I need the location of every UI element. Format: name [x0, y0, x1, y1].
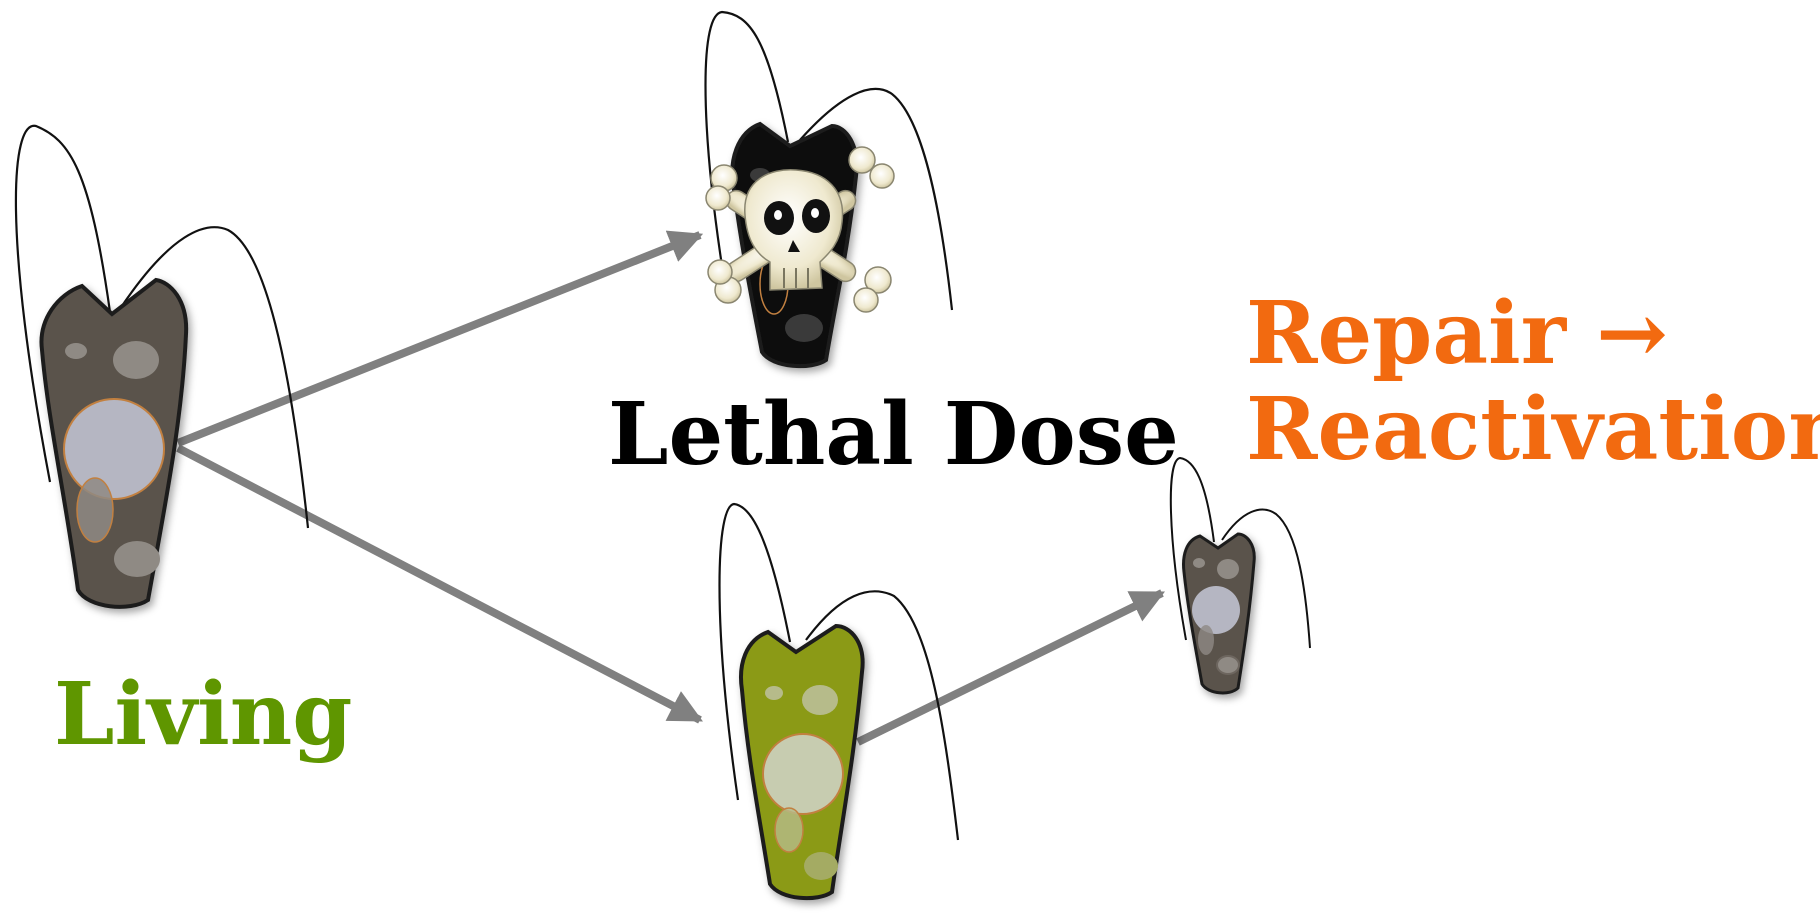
repaired-cell-vacuole	[1193, 558, 1205, 568]
damaged-cell-vacuole	[775, 808, 803, 852]
repair-reactivation-label: Repair → Reactivation	[1246, 286, 1820, 479]
repaired-cell-vacuole	[1217, 559, 1239, 579]
dead-cell-vacuole	[785, 314, 823, 342]
damaged-cell-nucleus	[763, 734, 843, 814]
living-cell-vacuole	[114, 541, 160, 577]
repaired-cell-nucleus	[1192, 586, 1240, 634]
repaired-cell-vacuole	[1217, 656, 1239, 674]
damaged-cell-vacuole	[804, 852, 838, 880]
living-cell-vacuole	[77, 478, 113, 542]
damaged-cell-vacuole	[765, 686, 783, 700]
lethal-dose-label: Lethal Dose	[608, 392, 1179, 478]
repaired-cell-vacuole	[1198, 625, 1214, 655]
living-cell	[16, 126, 308, 607]
repaired-cell	[1171, 458, 1310, 693]
living-cell-vacuole	[113, 341, 159, 379]
damaged-cell	[720, 504, 959, 898]
skull-crossbones-icon	[706, 147, 894, 312]
reactivation-label: Reactivation	[1246, 382, 1820, 478]
damaged-cell-vacuole	[802, 685, 838, 715]
living-cell-nucleus	[64, 399, 164, 499]
living-cell-vacuole	[65, 343, 87, 359]
dead-cell	[706, 12, 953, 366]
arrow-damaged-to-repaired	[858, 593, 1162, 742]
repair-label: Repair →	[1246, 286, 1820, 382]
living-label: Living	[54, 672, 352, 758]
